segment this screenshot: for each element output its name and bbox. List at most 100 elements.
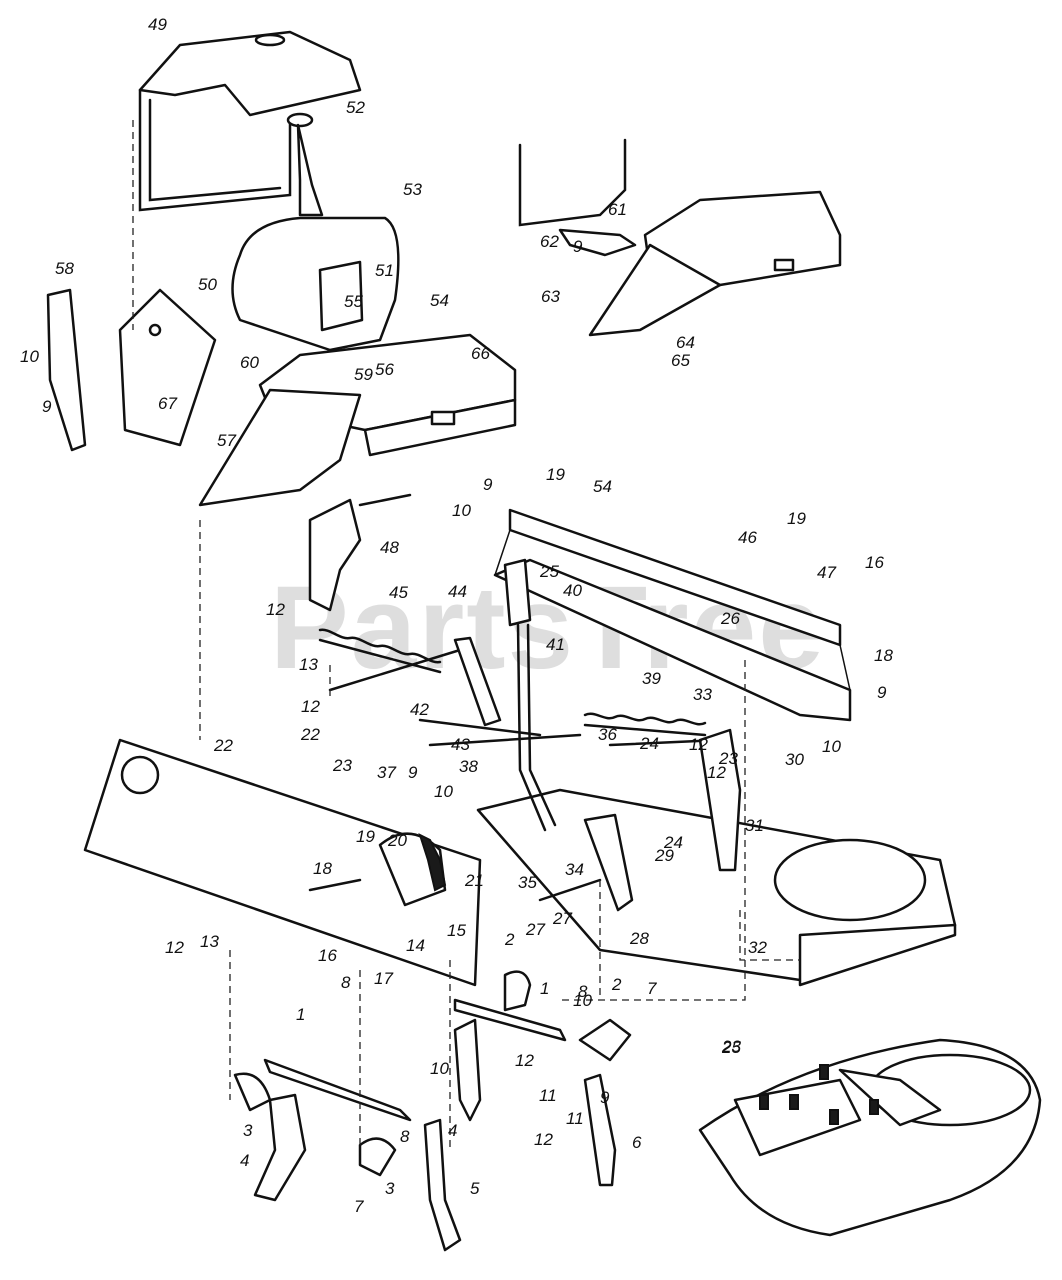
left-frame-plate	[83, 738, 482, 987]
callout-24: 24	[663, 833, 683, 852]
callout-22: 22	[300, 725, 320, 744]
callout-3: 3	[243, 1121, 253, 1140]
callout-2: 2	[504, 930, 515, 949]
callout-56: 56	[375, 360, 394, 379]
callout-51: 51	[375, 261, 394, 280]
callout-65: 65	[671, 351, 690, 370]
callout-5: 5	[470, 1179, 480, 1198]
callout-25: 25	[539, 562, 559, 581]
upper-frame	[493, 508, 852, 722]
callout-19: 19	[787, 509, 806, 528]
callout-19: 19	[356, 827, 375, 846]
callout-10: 10	[434, 782, 453, 801]
callout-12: 12	[301, 697, 320, 716]
callout-10: 10	[822, 737, 841, 756]
callout-16: 16	[318, 946, 337, 965]
callout-1: 1	[296, 1005, 305, 1024]
callout-38: 38	[459, 757, 478, 776]
callout-46: 46	[738, 528, 757, 547]
callout-21: 21	[464, 871, 484, 890]
callout-8: 8	[341, 973, 351, 992]
callout-43: 43	[451, 735, 470, 754]
callout-33: 33	[693, 685, 712, 704]
callout-52: 52	[346, 98, 365, 117]
fender-detail	[518, 138, 842, 337]
callout-9: 9	[42, 397, 52, 416]
callout-6: 6	[632, 1133, 642, 1152]
callout-23: 23	[718, 749, 738, 768]
callout-12: 12	[707, 763, 726, 782]
callout-10: 10	[430, 1059, 449, 1078]
callout-48: 48	[380, 538, 399, 557]
lift-handle	[503, 558, 557, 832]
callout-45: 45	[389, 583, 408, 602]
callout-42: 42	[410, 700, 429, 719]
callout-12: 12	[266, 600, 285, 619]
callout-13: 13	[200, 932, 219, 951]
callout-4: 4	[240, 1151, 249, 1170]
callout-55: 55	[344, 292, 363, 311]
seat-adjust-knob	[286, 112, 324, 217]
callout-9: 9	[877, 683, 887, 702]
callout-26: 26	[720, 609, 740, 628]
callout-35: 35	[518, 873, 537, 892]
lift-arms	[233, 970, 632, 1252]
callout-40: 40	[563, 581, 582, 600]
callout-50: 50	[198, 275, 217, 294]
callout-54: 54	[593, 477, 612, 496]
callout-41: 41	[546, 635, 565, 654]
callout-12: 12	[689, 735, 708, 754]
callout-8: 8	[400, 1127, 410, 1146]
callout-29: 29	[654, 846, 674, 865]
callout-3: 3	[385, 1179, 395, 1198]
callout-63: 63	[541, 287, 560, 306]
callout-64: 64	[676, 333, 695, 352]
callout-20: 20	[387, 831, 407, 850]
callout-32: 32	[748, 938, 767, 957]
callout-9: 9	[600, 1088, 610, 1107]
callout-23: 23	[721, 1037, 741, 1056]
seat-bracket	[138, 30, 362, 212]
callout-2: 2	[611, 975, 622, 994]
mower-deck	[698, 1038, 1042, 1237]
callout-18: 18	[313, 859, 332, 878]
callout-30: 30	[785, 750, 804, 769]
callout-60: 60	[240, 353, 259, 372]
callout-39: 39	[642, 669, 661, 688]
callout-66: 66	[471, 344, 490, 363]
callout-23: 23	[332, 756, 352, 775]
callout-8: 8	[578, 982, 588, 1001]
callout-4: 4	[448, 1121, 457, 1140]
callout-61: 61	[608, 200, 627, 219]
callout-12: 12	[165, 938, 184, 957]
spring-45	[318, 628, 442, 674]
callout-11: 11	[566, 1109, 584, 1128]
callout-54: 54	[430, 291, 449, 310]
callout-7: 7	[647, 979, 657, 998]
callout-44: 44	[448, 582, 467, 601]
spring-39	[583, 712, 707, 737]
callout-16: 16	[865, 553, 884, 572]
callout-18: 18	[874, 646, 893, 665]
callout-36: 36	[598, 725, 617, 744]
callout-10: 10	[20, 347, 39, 366]
callout-25: 25	[721, 1038, 741, 1057]
callout-12: 12	[515, 1051, 534, 1070]
callout-58: 58	[55, 259, 74, 278]
fender-pan	[198, 333, 517, 507]
callout-49: 49	[148, 15, 167, 34]
callout-67: 67	[158, 394, 177, 413]
callout-27: 27	[552, 909, 572, 928]
callout-11: 11	[539, 1086, 557, 1105]
callout-layer: 1122334456778889999991010101010101111121…	[20, 15, 893, 1216]
callout-53: 53	[403, 180, 422, 199]
callout-14: 14	[406, 936, 425, 955]
height-quadrant	[378, 832, 447, 907]
callout-22: 22	[213, 736, 233, 755]
callout-28: 28	[629, 929, 649, 948]
callout-17: 17	[374, 969, 393, 988]
callout-59: 59	[354, 365, 373, 384]
callout-10: 10	[573, 991, 592, 1010]
callout-12: 12	[534, 1130, 553, 1149]
